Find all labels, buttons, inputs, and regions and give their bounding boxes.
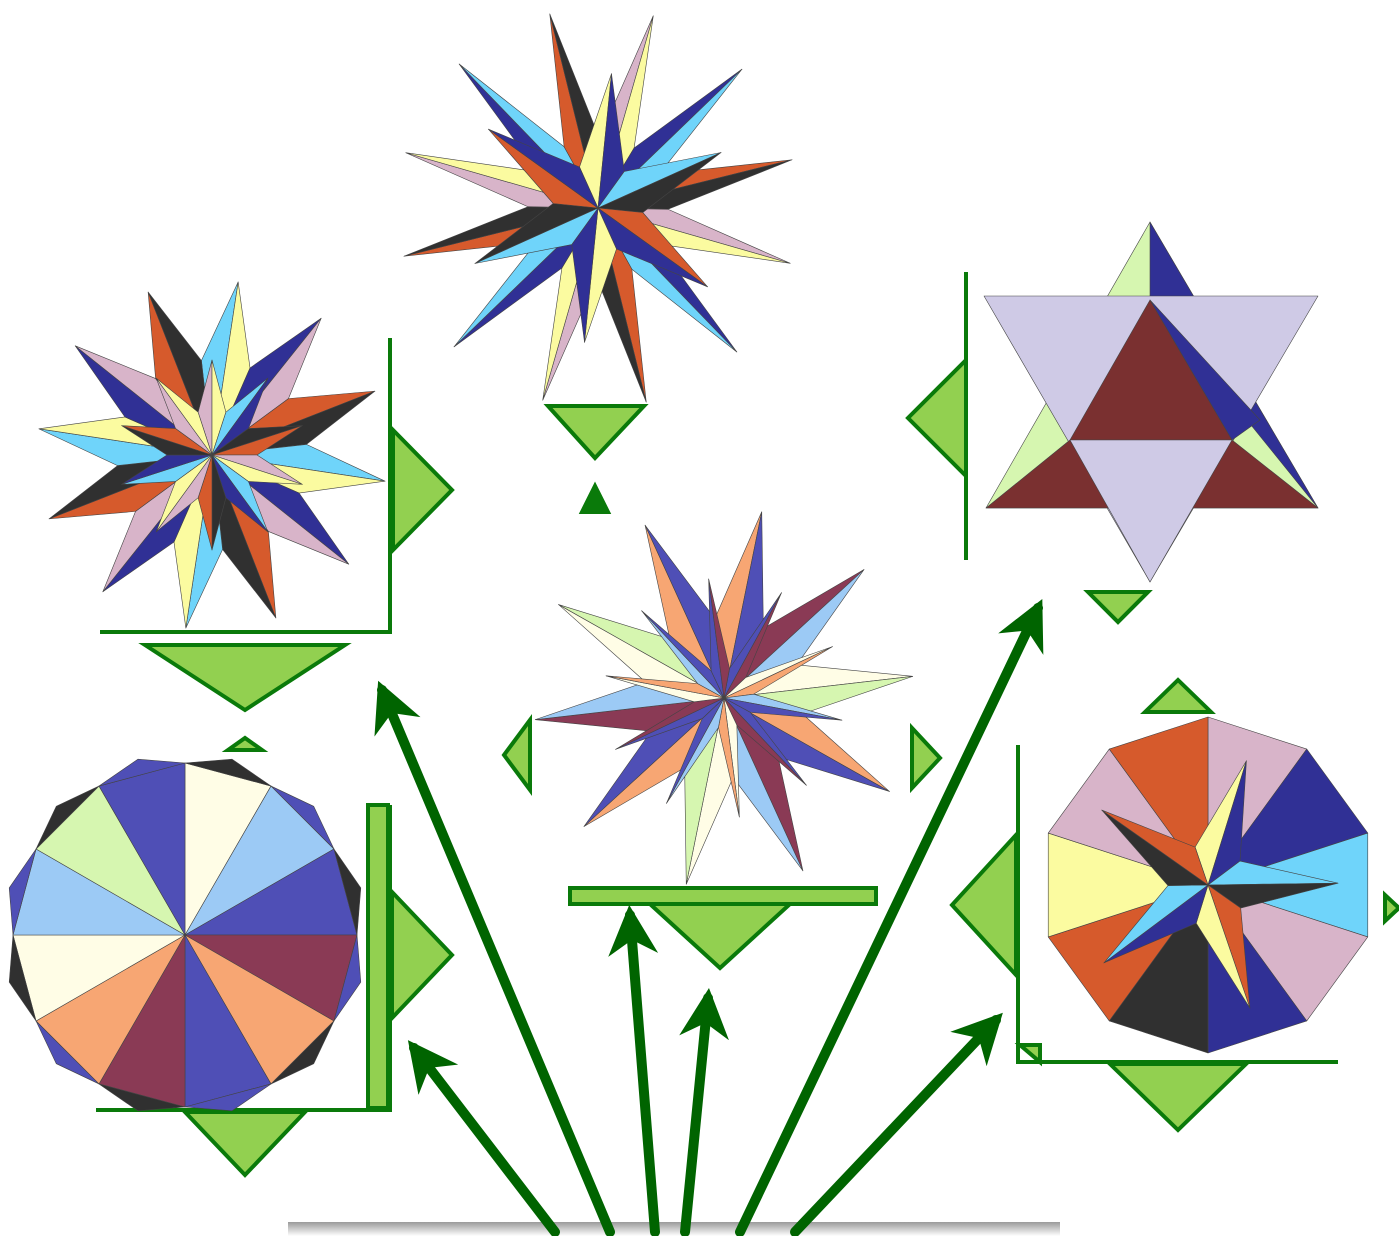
tetra-face bbox=[1070, 440, 1232, 582]
arrow-to-great-icosahedron-left bbox=[630, 915, 655, 1232]
pentagram-faced-polyhedron-icon bbox=[1048, 717, 1368, 1053]
arrow-to-great-icosahedron bbox=[685, 998, 708, 1232]
star-polyhedron-icon bbox=[39, 282, 385, 628]
arrow-to-small-triambic bbox=[414, 1048, 555, 1232]
compound-star-polyhedron-icon bbox=[535, 512, 913, 884]
spiky-star-polyhedron-icon bbox=[404, 14, 792, 402]
stellated-sphere-icon bbox=[9, 759, 361, 1111]
star-tetrahedra-icon bbox=[984, 222, 1318, 582]
base-platform bbox=[288, 1222, 1060, 1236]
frame-great-stellated-dodecahedron bbox=[548, 406, 644, 512]
